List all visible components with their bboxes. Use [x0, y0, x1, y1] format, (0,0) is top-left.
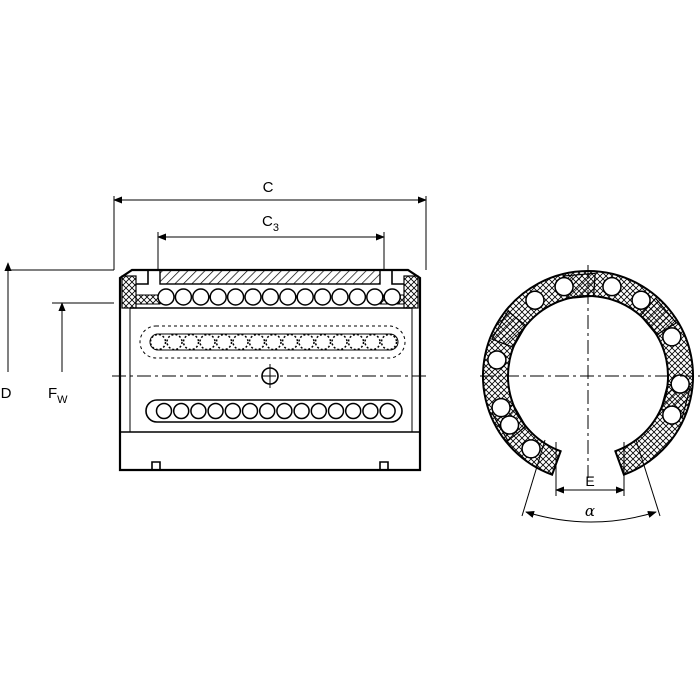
side-view-outline [118, 268, 422, 472]
bottom-ball [293, 402, 310, 420]
middle-ball [331, 333, 348, 351]
bottom-ball [310, 402, 328, 420]
bottom-ball [379, 402, 396, 420]
middle-ball [364, 333, 381, 351]
top-ball [244, 288, 262, 306]
end-view-ball [521, 439, 541, 459]
retainer-strip-left [135, 294, 161, 305]
bottom-ball [241, 402, 259, 420]
top-ball [331, 288, 349, 306]
race-segment [490, 310, 527, 349]
top-shell-hatch [159, 269, 381, 285]
top-ball [279, 288, 297, 306]
middle-ball [314, 333, 332, 351]
label-fw-sub: W [57, 394, 68, 406]
middle-ball [199, 333, 216, 351]
label-d: D [1, 385, 12, 402]
label-c: C [263, 179, 274, 196]
middle-ball [215, 333, 233, 351]
dimension-c: C [113, 179, 427, 270]
seal-left [121, 275, 137, 309]
label-e: E [585, 473, 594, 489]
bottom-ball-row [155, 402, 396, 420]
end-view-ball [487, 350, 507, 370]
bottom-ball [327, 402, 345, 420]
end-view-ball [662, 327, 682, 347]
middle-ball [265, 333, 282, 351]
middle-track-outer [139, 325, 406, 359]
seal-right [403, 275, 419, 309]
middle-ball [232, 333, 249, 351]
middle-ball [347, 333, 365, 351]
bottom-ball [190, 402, 207, 420]
end-view-ball [525, 290, 545, 310]
dimension-c3: C3 [157, 213, 385, 270]
race-segment [639, 297, 678, 336]
bottom-track [145, 399, 403, 423]
top-ball [313, 288, 332, 306]
bottom-ball [172, 402, 190, 420]
bottom-ball [207, 402, 224, 420]
end-view-ball [491, 397, 511, 418]
bottom-ball [362, 402, 379, 420]
bottom-ball [276, 402, 293, 420]
end-view-ball [602, 276, 622, 297]
label-fw: FW [48, 385, 68, 406]
middle-ball [281, 333, 299, 351]
middle-ball [149, 333, 167, 351]
top-ball [296, 288, 314, 306]
bottom-ball [224, 402, 242, 420]
top-ball [261, 288, 280, 306]
top-ball [174, 288, 193, 306]
middle-ball [298, 333, 315, 351]
dimension-d: D [1, 262, 114, 402]
top-ball [366, 288, 384, 306]
bottom-ball [155, 402, 173, 420]
top-ball [157, 288, 175, 306]
label-alpha: α [585, 502, 595, 520]
side-view [112, 268, 430, 472]
dimension-fw: FW [48, 302, 114, 406]
top-ball [209, 288, 227, 306]
dimension-alpha-arc [525, 510, 657, 523]
bottom-ball [344, 402, 362, 420]
end-view-ball [631, 290, 651, 310]
middle-ball [248, 333, 266, 351]
top-ball [192, 288, 210, 306]
bottom-groove-right [379, 461, 389, 470]
top-ball-row [157, 288, 401, 306]
end-view-ball [499, 415, 520, 435]
middle-ball-row [149, 333, 398, 351]
label-c3-sub: 3 [273, 222, 279, 234]
middle-ball [182, 333, 200, 351]
top-ball [383, 288, 401, 306]
end-view: E α [480, 265, 700, 523]
label-fw-main: F [48, 385, 57, 402]
label-c3: C3 [262, 213, 279, 234]
top-ball [226, 288, 245, 306]
bottom-groove-left [151, 461, 161, 470]
end-view-ball [662, 405, 682, 425]
end-view-ball [554, 276, 574, 297]
end-view-balls [487, 276, 690, 459]
end-view-ball [670, 374, 690, 394]
bottom-ball [258, 402, 276, 420]
middle-ball [380, 333, 398, 351]
label-c3-main: C [262, 213, 273, 230]
top-ball [348, 288, 367, 306]
top-step-contour [136, 270, 404, 285]
middle-track-inner [149, 333, 399, 351]
middle-ball [166, 333, 183, 351]
